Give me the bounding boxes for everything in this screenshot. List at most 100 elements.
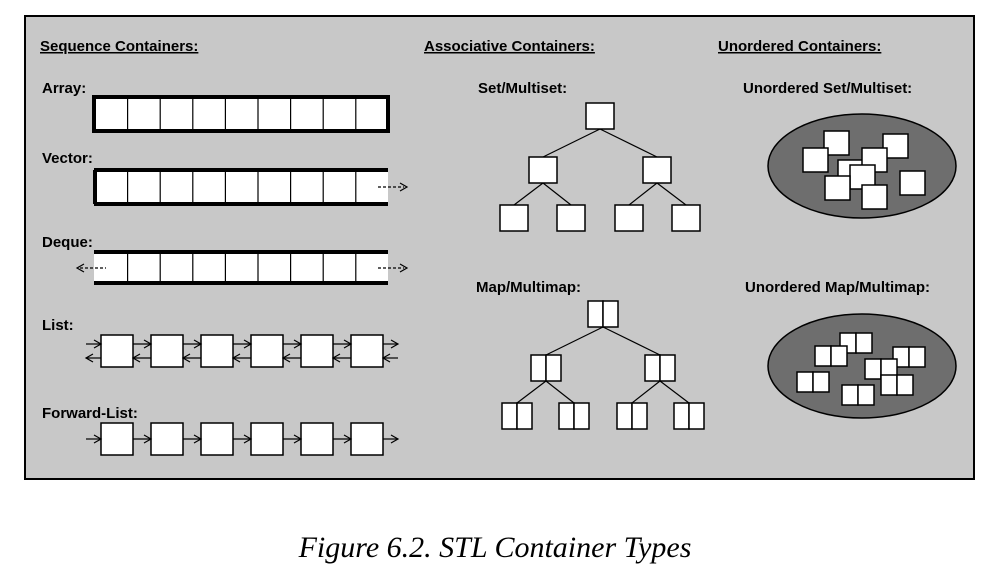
vector-arrow-head — [399, 182, 409, 192]
forward-list-node — [150, 422, 184, 456]
unordered-map-value — [830, 345, 848, 367]
map-node-key — [673, 402, 690, 430]
set-node-edge — [628, 182, 658, 206]
map-node-edge — [631, 380, 661, 404]
unordered-map-label: Unordered Map/Multimap: — [745, 279, 930, 296]
set-node-edge — [513, 182, 544, 206]
sequence-container-drawings — [75, 95, 409, 456]
deque-label: Deque: — [42, 234, 93, 251]
unordered-set-element — [824, 175, 851, 201]
forward-list-node — [100, 422, 134, 456]
unordered-map-key — [796, 371, 814, 393]
list-node — [350, 334, 384, 368]
set-node-edge — [656, 182, 687, 206]
set-node — [642, 156, 672, 184]
arrow-head — [93, 434, 103, 444]
map-node-key — [558, 402, 575, 430]
list-shape — [84, 334, 400, 368]
sequence-containers-heading: Sequence Containers: — [40, 38, 198, 55]
list-node — [250, 334, 284, 368]
unordered-set-label: Unordered Set/Multiset: — [743, 80, 912, 97]
arrow-head — [143, 434, 153, 444]
set-node — [614, 204, 644, 232]
arrow-head — [231, 353, 241, 363]
arrow-head — [390, 434, 400, 444]
arrow-head — [331, 353, 341, 363]
arrow-head — [193, 434, 203, 444]
set-node-edge — [542, 182, 572, 206]
array-shape — [92, 95, 390, 133]
map-node-edge — [659, 380, 690, 404]
forward-list-node — [350, 422, 384, 456]
set-node — [499, 204, 529, 232]
vector-body — [94, 170, 388, 204]
arrow-head — [343, 339, 353, 349]
map-multimap-label: Map/Multimap: — [476, 279, 581, 296]
deque-shape — [75, 250, 409, 285]
set-node — [585, 102, 615, 130]
map-node-edge — [602, 326, 661, 356]
unordered-containers-heading: Unordered Containers: — [718, 38, 881, 55]
unordered-hash-drawings — [767, 113, 957, 419]
unordered-map-value — [896, 374, 914, 396]
arrow-head — [390, 339, 400, 349]
arrow-head — [193, 339, 203, 349]
map-node-key — [530, 354, 547, 382]
arrow-head — [243, 434, 253, 444]
map-node-key — [616, 402, 633, 430]
deque-back-arrow-head — [399, 263, 409, 273]
forward-list-shape — [86, 422, 400, 456]
set-node-edge — [599, 128, 658, 158]
list-label: List: — [42, 317, 74, 334]
unordered-map-value — [857, 384, 875, 406]
unordered-map-shape — [767, 313, 957, 419]
list-node — [150, 334, 184, 368]
set-multiset-label: Set/Multiset: — [478, 80, 567, 97]
arrow-head — [93, 339, 103, 349]
map-node-key — [501, 402, 518, 430]
map-tree — [501, 300, 705, 430]
arrow-head — [243, 339, 253, 349]
map-node-value — [602, 300, 619, 328]
unordered-map-value — [812, 371, 830, 393]
unordered-map-key — [814, 345, 832, 367]
unordered-set-shape — [767, 113, 957, 219]
unordered-map-key — [880, 374, 898, 396]
arrow-head — [343, 434, 353, 444]
forward-list-node — [200, 422, 234, 456]
map-node-edge — [516, 380, 547, 404]
map-node-value — [516, 402, 533, 430]
forward-list-node — [250, 422, 284, 456]
arrow-head — [381, 353, 391, 363]
set-tree — [499, 102, 701, 232]
vector-label: Vector: — [42, 150, 93, 167]
set-node — [671, 204, 701, 232]
arrow-head — [143, 339, 153, 349]
map-node-edge — [545, 380, 575, 404]
arrow-head — [181, 353, 191, 363]
list-node — [100, 334, 134, 368]
array-frame — [92, 95, 390, 133]
map-node-value — [545, 354, 562, 382]
map-node-key — [587, 300, 604, 328]
associative-containers-heading: Associative Containers: — [424, 38, 595, 55]
map-node-value — [659, 354, 676, 382]
unordered-set-element — [802, 147, 829, 173]
deque-body — [94, 252, 388, 283]
forward-list-node — [300, 422, 334, 456]
set-node — [556, 204, 586, 232]
vector-shape — [93, 168, 409, 206]
set-node — [528, 156, 558, 184]
unordered-map-key — [841, 384, 859, 406]
map-node-value — [688, 402, 705, 430]
unordered-map-key — [864, 358, 882, 380]
arrow-head — [293, 339, 303, 349]
unordered-map-value — [855, 332, 873, 354]
arrow-head — [131, 353, 141, 363]
unordered-set-element — [899, 170, 926, 196]
associative-tree-drawings — [499, 102, 705, 430]
figure-caption: Figure 6.2. STL Container Types — [298, 531, 692, 564]
list-node — [200, 334, 234, 368]
unordered-set-element — [861, 184, 888, 210]
